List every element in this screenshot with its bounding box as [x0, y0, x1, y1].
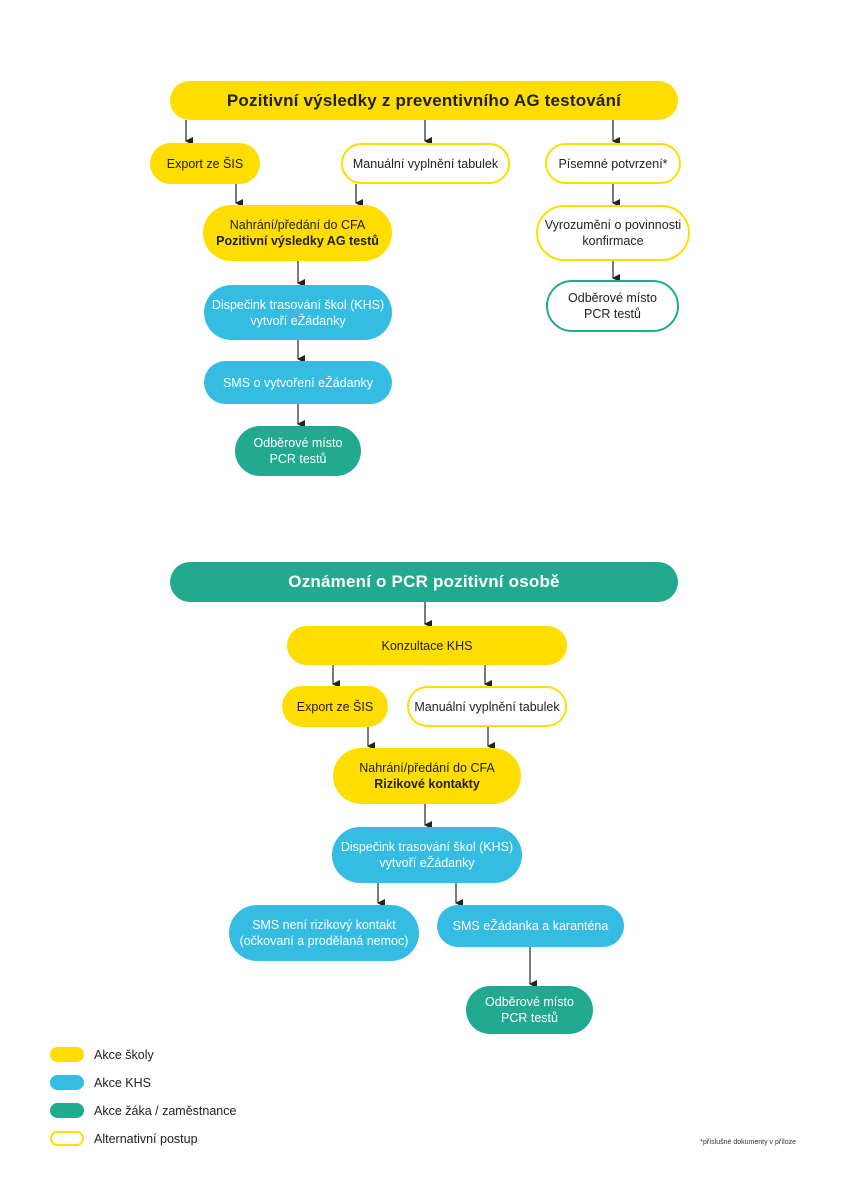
legend-label-alternative: Alternativní postup	[94, 1131, 198, 1146]
s1-dispatch-line1: Dispečink trasování škol (KHS)	[211, 297, 385, 312]
s1-sms-node: SMS o vytvoření eŽádanky	[204, 361, 392, 404]
section1-header-text: Pozitivní výsledky z preventivního AG te…	[226, 90, 622, 110]
s1-dispatch-line2: vytvoří eŽádanky	[250, 313, 346, 328]
s1-site-right-node: Odběrové místo PCR testů	[546, 280, 679, 332]
legend-label-school: Akce školy	[94, 1047, 154, 1062]
s2-export-text: Export ze ŠIS	[296, 699, 374, 714]
s2-sms-norisk-line2: (očkovaní a prodělaná nemoc)	[239, 934, 409, 948]
s1-upload-line1: Nahrání/předání do CFA	[229, 218, 366, 232]
legend-swatch-khs	[50, 1075, 84, 1090]
legend-khs: Akce KHS	[50, 1075, 151, 1090]
s1-written-text: Písemné potvrzení*	[558, 156, 668, 171]
section1-header: Pozitivní výsledky z preventivního AG te…	[170, 81, 678, 120]
legend-label-student: Akce žáka / zaměstnance	[94, 1103, 237, 1118]
s2-dispatch-node: Dispečink trasování škol (KHS) vytvoří e…	[332, 827, 522, 883]
s2-dispatch-line1: Dispečink trasování škol (KHS)	[340, 840, 514, 854]
s2-site-line1: Odběrové místo	[485, 995, 574, 1009]
s2-export-node: Export ze ŠIS	[282, 686, 388, 727]
s1-notify-node: Vyrozumění o povinnosti konfirmace	[536, 205, 690, 261]
s2-manual-text: Manuální vyplnění tabulek	[414, 699, 560, 714]
s1-export-node: Export ze ŠIS	[150, 143, 260, 184]
footnote: *příslušné dokumenty v příloze	[700, 1139, 796, 1146]
s2-dispatch-line2: vytvoří eŽádanky	[379, 856, 475, 870]
legend-alternative: Alternativní postup	[50, 1131, 198, 1146]
s1-sms-text: SMS o vytvoření eŽádanky	[222, 375, 374, 390]
s1-manual-node: Manuální vyplnění tabulek	[341, 143, 510, 184]
s1-upload-node: Nahrání/předání do CFA Pozitivní výsledk…	[203, 205, 392, 261]
s1-written-node: Písemné potvrzení*	[545, 143, 681, 184]
s2-sms-norisk-line1: SMS není rizikový kontakt	[252, 918, 396, 932]
legend-swatch-student	[50, 1103, 84, 1118]
s1-site-left-node: Odběrové místo PCR testů	[235, 426, 361, 476]
legend-school: Akce školy	[50, 1047, 154, 1062]
s2-sms-norisk-node: SMS není rizikový kontakt (očkovaní a pr…	[229, 905, 419, 961]
s1-site-right-line2: PCR testů	[584, 307, 641, 321]
section2-header-text: Oznámení o PCR pozitivní osobě	[288, 572, 560, 591]
s2-manual-node: Manuální vyplnění tabulek	[407, 686, 567, 727]
s1-notify-line2: konfirmace	[582, 234, 644, 248]
s2-consult-text: Konzultace KHS	[381, 638, 473, 653]
s2-upload-line2: Rizikové kontakty	[374, 777, 480, 791]
s1-export-text: Export ze ŠIS	[166, 156, 244, 171]
s1-site-left-line2: PCR testů	[269, 452, 327, 466]
s1-dispatch-node: Dispečink trasování škol (KHS) vytvoří e…	[204, 285, 392, 340]
s1-manual-text: Manuální vyplnění tabulek	[352, 156, 499, 171]
legend-swatch-alternative	[50, 1131, 84, 1146]
legend-label-khs: Akce KHS	[94, 1075, 151, 1090]
s1-site-right-line1: Odběrové místo	[568, 291, 657, 305]
s2-consult-node: Konzultace KHS	[287, 626, 567, 665]
s2-sms-quarantine-text: SMS eŽádanka a karanténa	[452, 919, 609, 933]
s2-upload-node: Nahrání/předání do CFA Rizikové kontakty	[333, 748, 521, 804]
s1-site-left-line1: Odběrové místo	[253, 436, 343, 450]
legend-swatch-school	[50, 1047, 84, 1062]
s2-site-node: Odběrové místo PCR testů	[466, 986, 593, 1034]
s1-upload-line2: Pozitivní výsledky AG testů	[216, 234, 379, 248]
s2-site-line2: PCR testů	[501, 1011, 558, 1025]
s2-sms-quarantine-node: SMS eŽádanka a karanténa	[437, 905, 624, 947]
s1-notify-line1: Vyrozumění o povinnosti	[544, 218, 682, 232]
s2-upload-line1: Nahrání/předání do CFA	[359, 761, 495, 775]
section2-header: Oznámení o PCR pozitivní osobě	[170, 562, 678, 602]
legend-student: Akce žáka / zaměstnance	[50, 1103, 236, 1118]
